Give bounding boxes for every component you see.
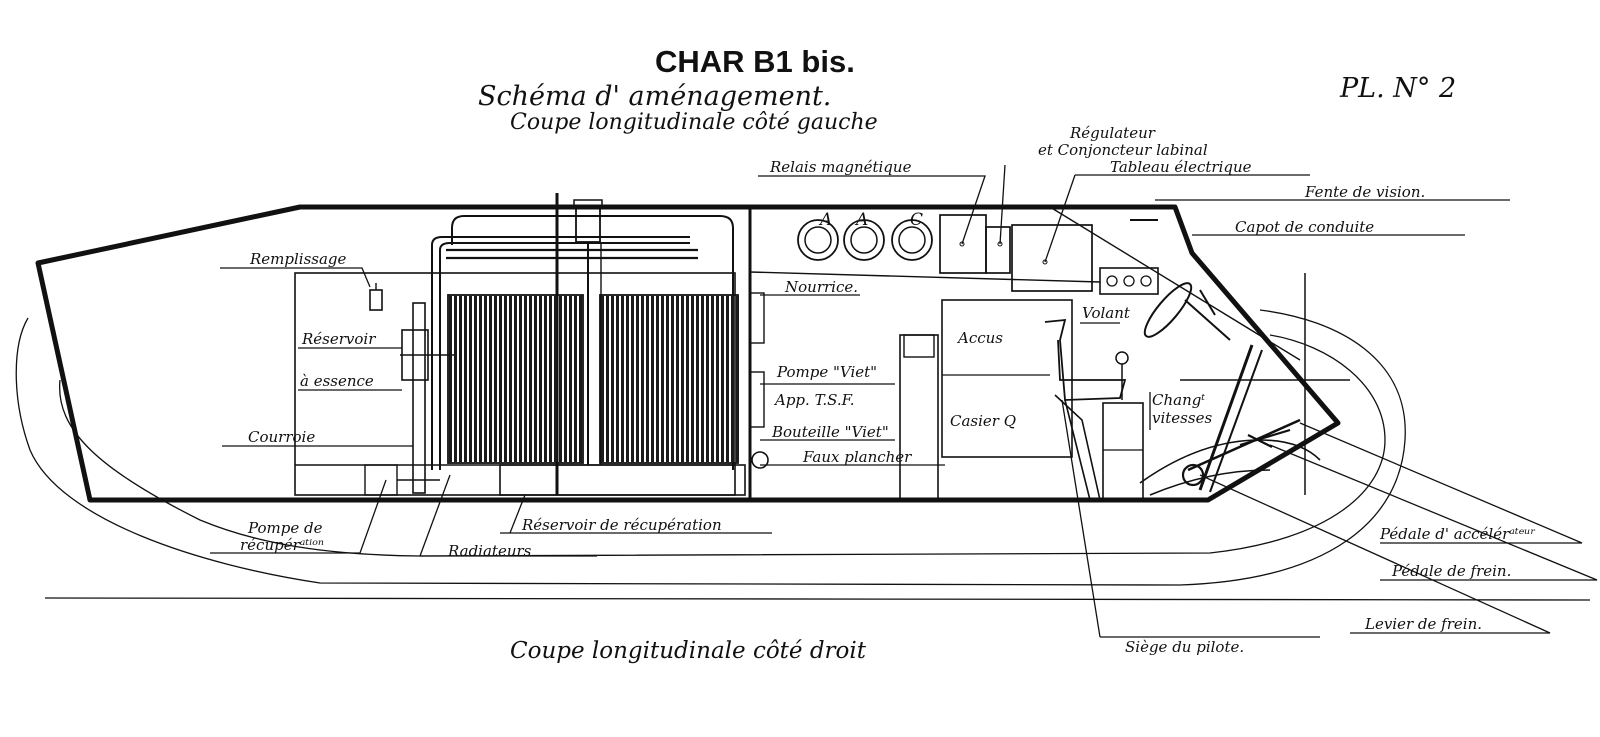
- label-siege: Siège du pilote.: [1125, 638, 1244, 656]
- engine-compartment: [294, 193, 769, 496]
- gear-lever: [1198, 344, 1254, 491]
- label-pompe-viet: Pompe "Viet": [776, 363, 877, 381]
- label-changt: Changᵗ: [1152, 391, 1205, 409]
- pilot-seat: [1044, 318, 1127, 401]
- crew-compartment: A A C: [749, 206, 1350, 501]
- label-relais: Relais magnétique: [769, 158, 912, 176]
- leader-lines: [210, 164, 1598, 638]
- label-radiateurs: Radiateurs: [447, 542, 532, 560]
- label-faux-plancher: Faux plancher: [802, 448, 912, 466]
- label-recuper: récupérᵃᵗⁱᵒⁿ: [240, 536, 324, 554]
- electrical-panel: [1011, 224, 1093, 292]
- instrument-cluster: [1099, 267, 1159, 295]
- label-reservoir-recup: Réservoir de récupération: [521, 516, 722, 534]
- magnetic-relay: [939, 214, 987, 274]
- label-nourrice: Nourrice.: [784, 278, 858, 296]
- radiator-frame: [447, 294, 584, 464]
- label-regulateur: Régulateur: [1069, 124, 1156, 142]
- radiator-block-right: [599, 294, 739, 464]
- gauge-3: C: [891, 210, 933, 261]
- gauge-1-glyph: A: [818, 210, 832, 230]
- label-remplissage: Remplissage: [249, 250, 347, 268]
- label-bouteille: Bouteille "Viet": [771, 423, 889, 441]
- label-pompe-de: Pompe de: [247, 519, 323, 537]
- label-capot: Capot de conduite: [1235, 218, 1374, 236]
- label-pedale-frein: Pédale de frein.: [1391, 562, 1511, 580]
- label-vitesses: vitesses: [1152, 409, 1212, 427]
- header-tank: [575, 205, 601, 243]
- plate-number: PL. N° 2: [1339, 73, 1456, 104]
- label-levier-frein: Levier de frein.: [1364, 615, 1482, 633]
- gauge-1: A: [797, 210, 839, 261]
- label-casier: Casier Q: [950, 412, 1016, 430]
- brake-lever: [1187, 418, 1301, 472]
- label-reservoir: Réservoir: [301, 330, 376, 348]
- radiator-block-left: [447, 294, 584, 464]
- label-volant: Volant: [1082, 304, 1131, 322]
- section-label-left-side: Coupe longitudinale côté gauche: [510, 110, 878, 135]
- label-fente: Fente de vision.: [1304, 183, 1425, 201]
- label-tableau: Tableau électrique: [1110, 158, 1252, 176]
- lever-pivot: [1181, 463, 1205, 487]
- battery-box: [941, 299, 1073, 458]
- gearbox: [1102, 402, 1144, 501]
- label-conjoncteur: et Conjoncteur labinal: [1038, 141, 1208, 159]
- diagram-subtitle: Schéma d' aménagement.: [478, 81, 831, 112]
- regulator-box: [985, 226, 1011, 274]
- gauge-2: A: [843, 210, 885, 261]
- recovery-tank: [499, 464, 746, 496]
- label-pedale-accel: Pédale d' accélérᵃᵗᵉᵘʳ: [1379, 525, 1536, 543]
- gauge-3-glyph: C: [910, 210, 923, 230]
- belt: [412, 302, 426, 494]
- label-essence: à essence: [300, 372, 374, 390]
- label-accus: Accus: [956, 329, 1003, 347]
- gauge-2-glyph: A: [854, 210, 868, 230]
- diagram-title: CHAR B1 bis.: [655, 44, 855, 79]
- label-courroie: Courroie: [248, 428, 315, 446]
- component-labels: Remplissage Réservoir à essence Courroie…: [240, 124, 1536, 656]
- viet-bottle: [899, 334, 939, 501]
- label-app-tsf: App. T.S.F.: [773, 391, 855, 409]
- section-label-right-side: Coupe longitudinale côté droit: [510, 638, 867, 664]
- filler-cap: [369, 289, 383, 311]
- steering-wheel: [1143, 282, 1193, 338]
